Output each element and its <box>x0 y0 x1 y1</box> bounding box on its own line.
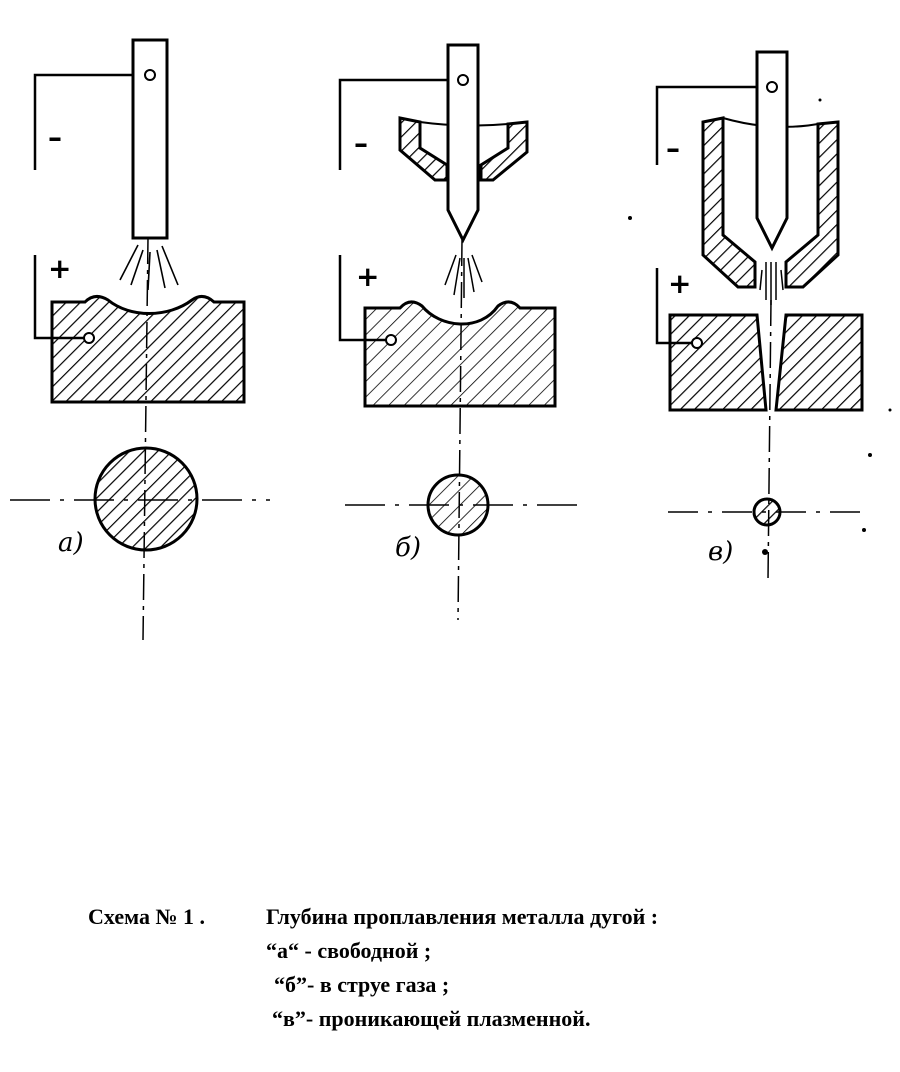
caption-item-b: “б”- в струе газа ; <box>274 972 450 997</box>
scheme-a <box>10 38 270 641</box>
contact-point-b-work <box>385 334 397 346</box>
electrode-c <box>755 50 789 252</box>
label-c: в) <box>708 537 734 567</box>
caption-item-c: “в”- проникающей плазменной. <box>272 1006 591 1031</box>
workpiece-c-left <box>668 313 768 412</box>
negative-wire-a <box>33 73 150 170</box>
weld-section-c <box>752 497 782 527</box>
contact-point-b-top <box>457 74 469 86</box>
contact-point-a-work <box>83 332 95 344</box>
workpiece-a <box>50 295 246 404</box>
caption-heading: Глубина проплавления металла дугой : <box>266 904 659 929</box>
caption-title-row: Схема № 1 . Глубина проплавления металла … <box>88 900 658 934</box>
contact-point-c-top <box>766 81 778 93</box>
figure-caption: Схема № 1 . Глубина проплавления металла … <box>88 900 658 1036</box>
plasma-jet-c <box>759 262 784 305</box>
centerline-b <box>457 239 463 621</box>
scan-noise <box>628 98 892 555</box>
label-a: а) <box>58 528 84 558</box>
weld-section-b <box>426 473 490 537</box>
minus-sign-c: – <box>666 132 680 165</box>
caption-item-a: “а“ - свободной ; <box>266 938 432 963</box>
minus-sign-b: – <box>354 127 368 160</box>
negative-wire-b <box>338 78 463 170</box>
centerline-c <box>767 299 772 581</box>
minus-sign-a: – <box>48 121 62 154</box>
electrode-b <box>446 43 480 244</box>
label-b: б) <box>395 533 422 563</box>
gas-nozzle-left <box>398 116 449 182</box>
scheme-b <box>338 43 580 621</box>
centerline-a <box>142 237 149 641</box>
workpiece-c-right <box>774 313 864 412</box>
plus-sign-b: + <box>356 260 380 293</box>
workpiece-b <box>363 300 557 408</box>
plus-sign-c: + <box>668 267 692 300</box>
plus-sign-a: + <box>48 252 72 285</box>
arc-spray-a <box>119 244 179 291</box>
scheme-c <box>628 50 892 581</box>
plasma-arc-penetration-diagram <box>10 38 892 641</box>
contact-point-c-work <box>691 337 703 349</box>
caption-title: Схема № 1 . <box>88 904 206 929</box>
negative-wire-c <box>655 85 772 165</box>
contact-point-a-top <box>144 69 156 81</box>
arc-spray-b <box>444 254 483 298</box>
gas-nozzle-right <box>479 120 529 182</box>
plasma-nozzle-right <box>784 120 840 289</box>
plasma-nozzle-left <box>701 116 757 289</box>
weld-section-a <box>93 446 199 552</box>
